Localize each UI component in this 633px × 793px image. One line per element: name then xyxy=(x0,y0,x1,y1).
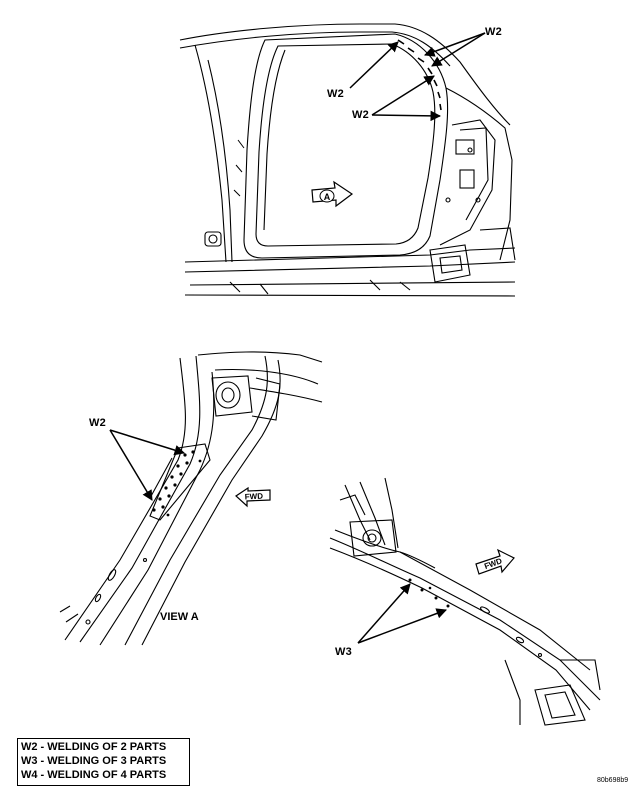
fwd-label-left: FWD xyxy=(245,492,264,502)
fwd-arrow-left xyxy=(235,486,271,508)
view-a-leader-lines xyxy=(109,429,186,501)
view-a-illustration xyxy=(59,351,323,646)
view-marker-label: A xyxy=(324,192,331,202)
callout-w3-right: W3 xyxy=(335,646,352,658)
right-illustration xyxy=(329,477,601,726)
callout-w2-top-lower: W2 xyxy=(352,109,369,121)
top-leader-lines xyxy=(349,32,486,122)
callout-w2-top-right: W2 xyxy=(485,26,502,38)
figure-id: 80b698b9 xyxy=(597,777,629,784)
weld-legend: W2 - WELDING OF 2 PARTS W3 - WELDING OF … xyxy=(17,738,190,786)
legend-item-w2: W2 - WELDING OF 2 PARTS xyxy=(21,741,167,753)
callout-w2-top-left: W2 xyxy=(327,88,344,100)
callout-w2-view-a: W2 xyxy=(89,417,106,429)
legend-item-w4: W4 - WELDING OF 4 PARTS xyxy=(21,769,167,781)
legend-item-w3: W3 - WELDING OF 3 PARTS xyxy=(21,755,167,767)
top-illustration xyxy=(179,23,516,297)
fwd-arrow-right xyxy=(475,548,515,575)
view-a-label: VIEW A xyxy=(160,611,199,623)
view-a-arrow xyxy=(311,180,354,208)
right-leader-lines xyxy=(357,583,447,644)
